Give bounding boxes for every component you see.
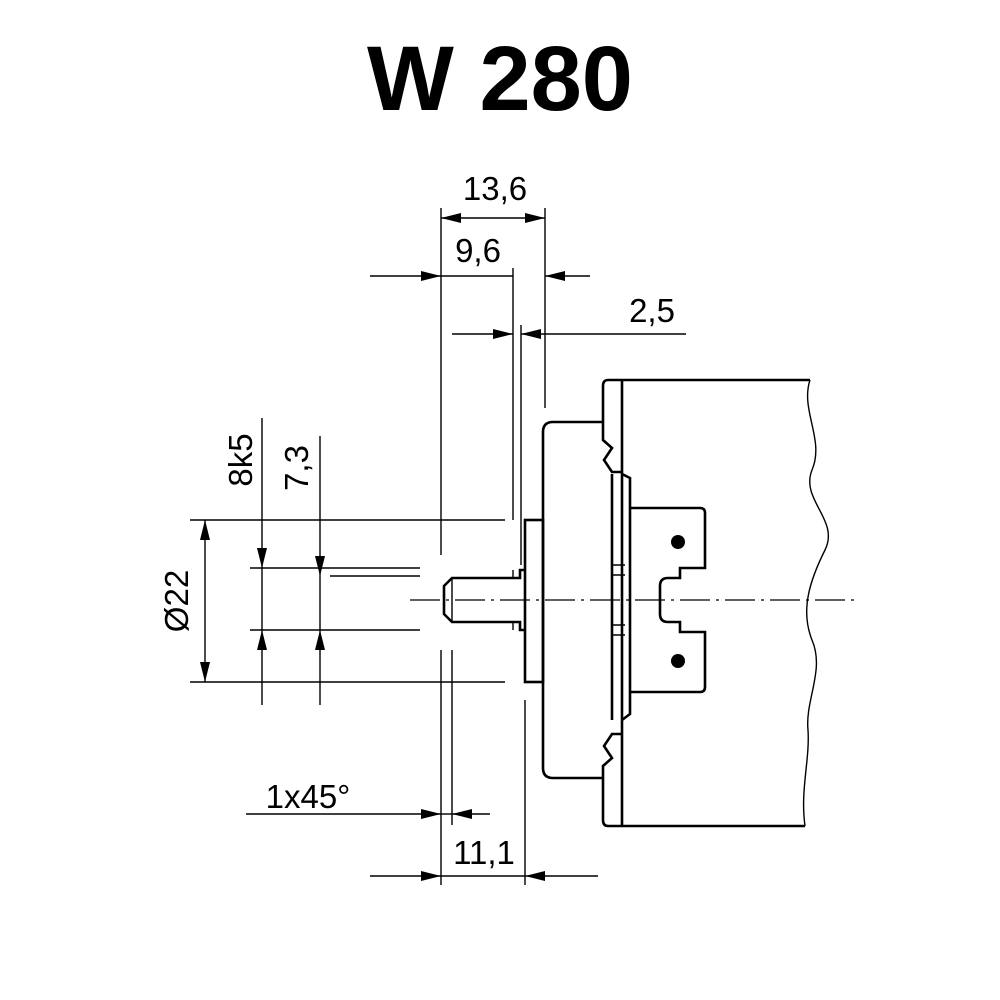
- dim-11-1: 11,1: [370, 834, 598, 881]
- rivet-top-icon: [671, 535, 685, 549]
- dim-9-6: 9,6: [370, 232, 590, 281]
- dim-chamfer-1x45-label: 1x45°: [266, 778, 351, 815]
- dim-chamfer-1x45: 1x45°: [246, 778, 490, 819]
- dim-7-3-label: 7,3: [278, 445, 315, 491]
- shaft: [442, 568, 525, 632]
- dim-13-6-label: 13,6: [463, 170, 527, 207]
- motor-housing: [601, 378, 830, 828]
- drawing-title: W 280: [367, 28, 633, 130]
- extension-lines: [190, 208, 546, 885]
- dim-8k5: 8k5: [222, 418, 267, 705]
- rivet-bottom-icon: [671, 654, 685, 668]
- dim-7-3: 7,3: [278, 436, 325, 705]
- dim-8k5-label: 8k5: [222, 433, 259, 486]
- dim-13-6: 13,6: [441, 170, 545, 223]
- dim-diameter-22: Ø22: [158, 520, 210, 682]
- dim-diameter-22-label: Ø22: [158, 570, 195, 632]
- bearing-boss: [523, 518, 625, 684]
- dim-2-5: 2,5: [452, 292, 686, 339]
- dim-2-5-label: 2,5: [629, 292, 675, 329]
- dim-11-1-label: 11,1: [453, 834, 515, 871]
- dim-9-6-label: 9,6: [455, 232, 501, 269]
